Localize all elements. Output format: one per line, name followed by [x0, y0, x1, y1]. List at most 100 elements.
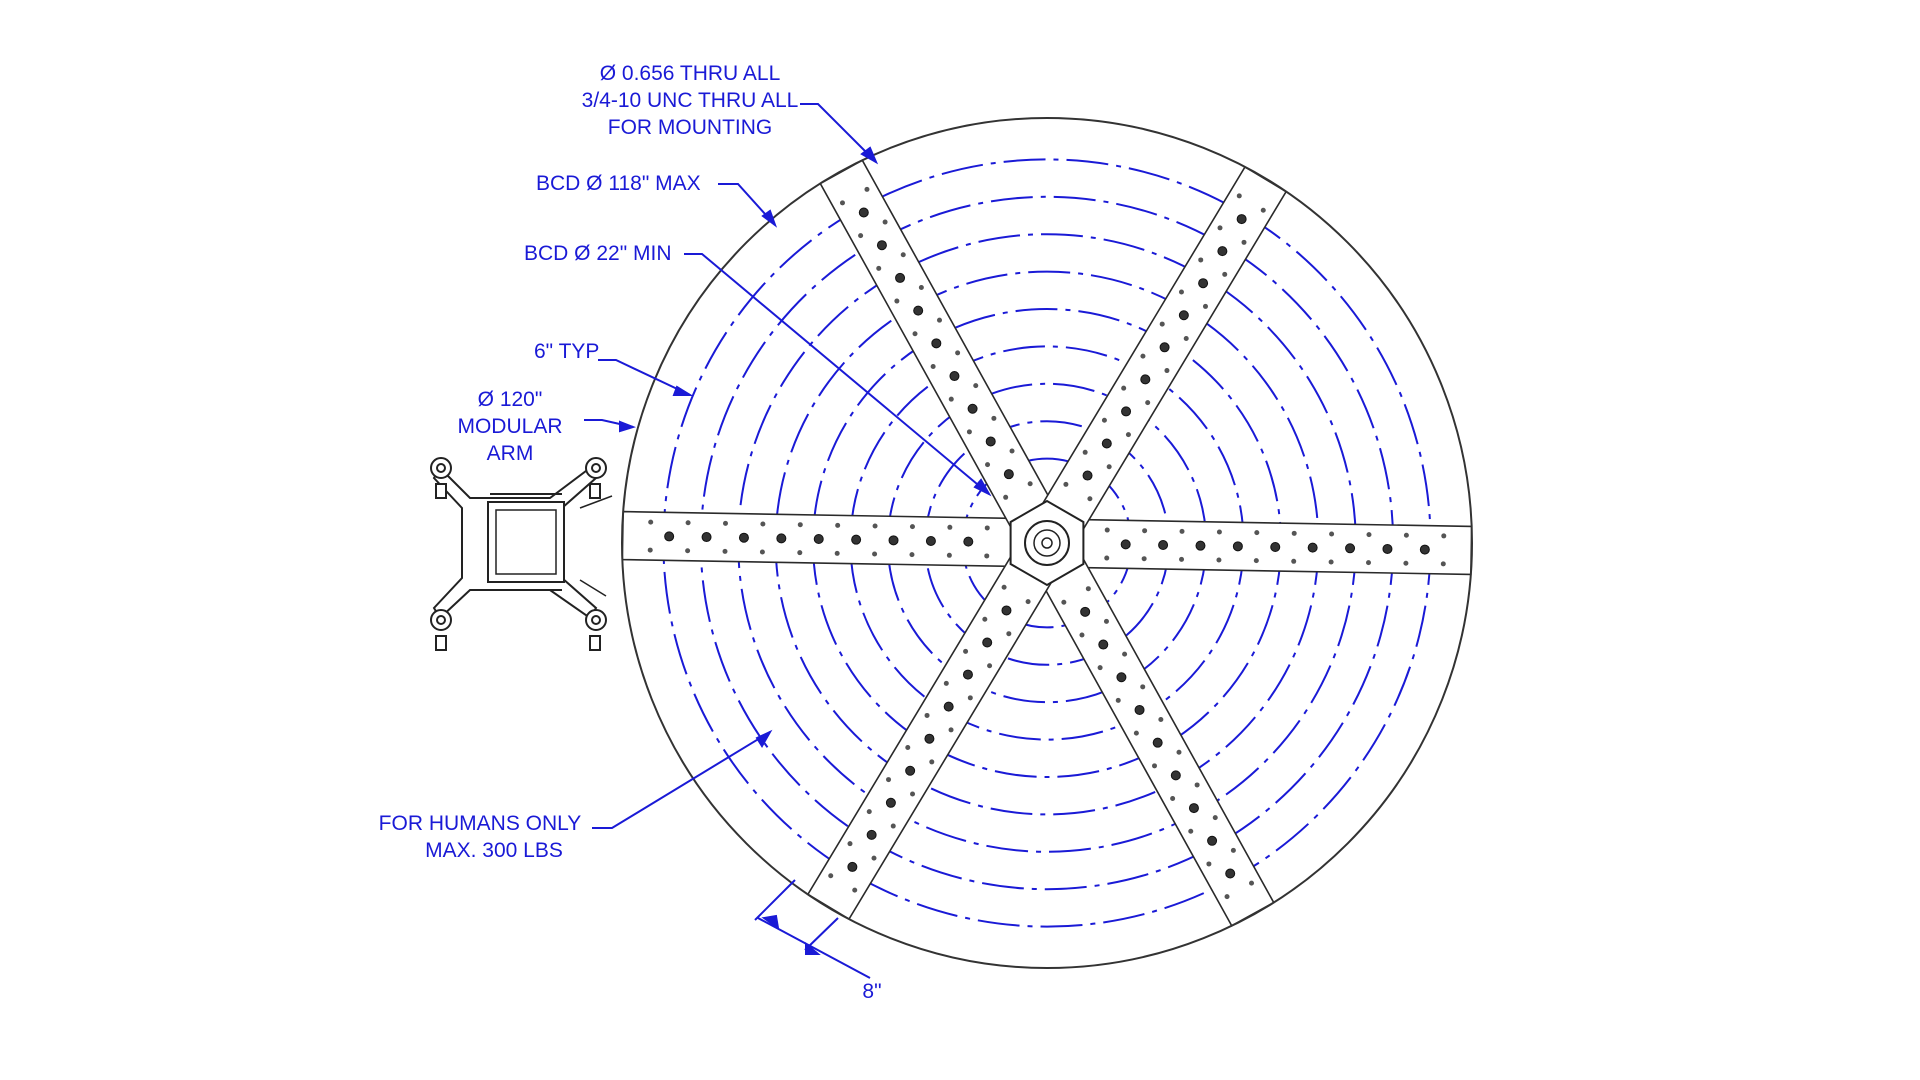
mounting-hole-73 [924, 733, 935, 744]
mounting-hole-5 [1141, 556, 1147, 562]
mounting-hole-14 [1253, 558, 1259, 564]
mounting-hole-124 [991, 415, 997, 421]
hole-spec-line-1: Ø 0.656 THRU ALL [599, 62, 781, 85]
mounting-hole-91 [946, 552, 952, 558]
mounting-hole-35 [1098, 639, 1109, 650]
mounting-hole-89 [984, 525, 990, 531]
mounting-hole-170 [1217, 225, 1223, 231]
leader-lines [584, 103, 992, 979]
mounting-hole-159 [1164, 368, 1170, 374]
mounting-hole-37 [1097, 665, 1103, 671]
mounting-hole-158 [1140, 353, 1146, 359]
mounting-hole-63 [982, 616, 988, 622]
mounting-hole-49 [1170, 796, 1176, 802]
mounting-hole-86 [852, 887, 858, 893]
mounting-hole-164 [1178, 289, 1184, 295]
leader-humans [592, 731, 771, 829]
mounting-hole-18 [1307, 542, 1318, 553]
arm-width-callout: 8" [862, 980, 882, 1003]
bcd-min-callout: BCD Ø 22" MIN [524, 242, 672, 265]
mounting-hole-2 [1104, 555, 1110, 561]
mounting-hole-141 [858, 233, 864, 239]
mounting-hole-127 [973, 383, 979, 389]
mounting-hole-77 [910, 791, 916, 797]
ring-spacing-callout: 6" TYP [534, 340, 600, 363]
mounting-hole-33 [1103, 618, 1109, 624]
mounting-hole-129 [930, 363, 936, 369]
mounting-hole-138 [876, 265, 882, 271]
mounting-hole-74 [929, 759, 935, 765]
mounting-hole-137 [895, 272, 906, 283]
mounting-hole-121 [1009, 448, 1015, 454]
mounting-hole-105 [776, 533, 787, 544]
mounting-hole-71 [948, 727, 954, 733]
mounting-hole-151 [1101, 438, 1112, 449]
mounting-hole-56 [1225, 868, 1236, 879]
mounting-hole-79 [885, 797, 896, 808]
mounting-hole-143 [858, 207, 869, 218]
mounting-hole-114 [664, 531, 675, 542]
mounting-hole-92 [947, 524, 953, 530]
mounting-hole-88 [984, 553, 990, 559]
mounting-hole-34 [1079, 632, 1085, 638]
mounting-hole-75 [905, 745, 911, 751]
mounting-holes [647, 186, 1447, 900]
mounting-hole-119 [1003, 469, 1014, 480]
mounting-hole-32 [1080, 606, 1091, 617]
mounting-hole-104 [797, 522, 803, 528]
mounting-hole-112 [685, 548, 691, 554]
dim-8-ext-left [754, 879, 796, 921]
mounting-hole-87 [828, 873, 834, 879]
mounting-hole-58 [1224, 894, 1230, 900]
mounting-hole-1 [1104, 527, 1110, 533]
mounting-hole-103 [797, 550, 803, 556]
mounting-hole-106 [759, 549, 765, 555]
mounting-hole-47 [1170, 770, 1181, 781]
mounting-hole-126 [948, 396, 954, 402]
mounting-hole-67 [962, 669, 973, 680]
mounting-hole-66 [963, 648, 969, 654]
mounting-hole-172 [1236, 214, 1247, 225]
mounting-hole-134 [913, 305, 924, 316]
mounting-hole-21 [1345, 543, 1356, 554]
mounting-hole-150 [1106, 464, 1112, 470]
mounting-hole-136 [918, 284, 924, 290]
mounting-hole-51 [1212, 815, 1218, 821]
mounting-hole-156 [1145, 400, 1151, 406]
mounting-hole-70 [943, 701, 954, 712]
bcd-max-callout: BCD Ø 118" MAX [536, 172, 701, 195]
mounting-hole-152 [1101, 417, 1107, 423]
mounting-hole-55 [1206, 861, 1212, 867]
mounting-hole-61 [1001, 605, 1012, 616]
mounting-hole-115 [647, 547, 653, 553]
mounting-hole-50 [1188, 803, 1199, 814]
mounting-hole-59 [1025, 599, 1031, 605]
mounting-hole-144 [839, 200, 845, 206]
mounting-hole-36 [1122, 651, 1128, 657]
mounting-hole-48 [1194, 782, 1200, 788]
mounting-hole-100 [834, 550, 840, 556]
table-diameter-line-2: MODULAR [457, 415, 563, 438]
load-note-callout: FOR HUMANS ONLY MAX. 300 LBS [360, 810, 600, 864]
mounting-hole-83 [871, 855, 877, 861]
table-diameter-callout: Ø 120" MODULAR ARM [440, 386, 580, 467]
mounting-hole-29 [1440, 561, 1446, 567]
hub-bore-outer [1024, 520, 1070, 566]
mounting-hole-22 [1366, 532, 1372, 538]
mounting-hole-174 [1260, 207, 1266, 213]
mounting-hole-69 [943, 680, 949, 686]
mounting-hole-118 [1027, 481, 1033, 487]
mounting-hole-117 [1003, 494, 1009, 500]
mounting-hole-139 [900, 252, 906, 258]
mounting-hole-161 [1159, 321, 1165, 327]
load-note-line-1: FOR HUMANS ONLY [378, 812, 582, 835]
leader-bcd-max [718, 183, 776, 226]
mounting-hole-41 [1134, 704, 1145, 715]
mounting-hole-28 [1441, 533, 1447, 539]
mounting-hole-167 [1198, 257, 1204, 263]
mounting-hole-27 [1419, 544, 1430, 555]
robot-base-icon [430, 457, 613, 651]
mounting-hole-120 [985, 462, 991, 468]
mounting-hole-145 [864, 186, 870, 192]
